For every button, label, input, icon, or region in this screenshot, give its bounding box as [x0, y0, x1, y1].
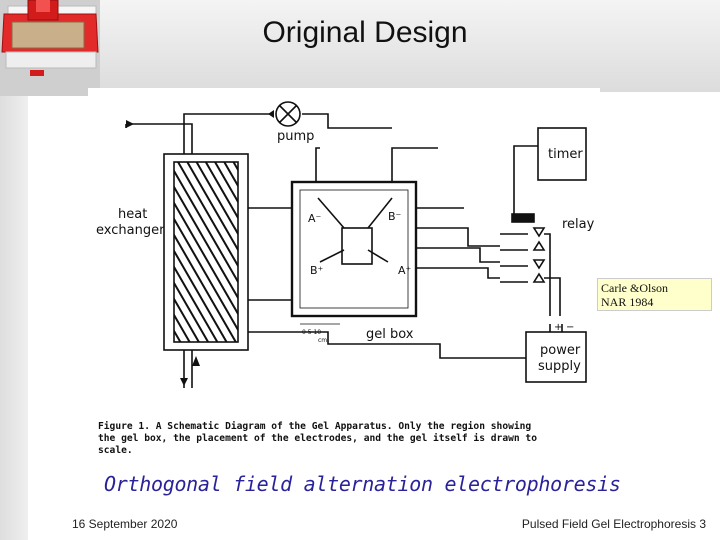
- plus-sign: +: [554, 322, 562, 333]
- footer-slide-title: Pulsed Field Gel Electrophoresis 3: [522, 517, 706, 531]
- gel: [342, 228, 372, 264]
- relay-block: [512, 214, 534, 222]
- gel-apparatus-schematic: pump timer relay heat exchanger gel box …: [88, 88, 600, 460]
- pump-label: pump: [277, 129, 314, 144]
- citation-journal: NAR 1984: [601, 295, 708, 309]
- minus-sign: −: [566, 322, 574, 333]
- gel-box-label: gel box: [366, 327, 414, 342]
- timer-label: timer: [548, 147, 583, 162]
- citation-authors: Carle &Olson: [601, 281, 708, 295]
- figure-caption-line-3: scale.: [98, 445, 133, 456]
- gel-box: [292, 182, 416, 316]
- slide-caption: Orthogonal field alternation electrophor…: [104, 472, 624, 496]
- slide-title: Original Design: [200, 16, 530, 50]
- footer-date: 16 September 2020: [72, 517, 177, 531]
- gel-apparatus-logo: [0, 0, 100, 96]
- figure-caption-line-2: the gel box, the placement of the electr…: [98, 432, 537, 444]
- power-label: power: [540, 343, 581, 358]
- a-plus-label: A⁺: [398, 264, 412, 277]
- citation-note: Carle &Olson NAR 1984: [597, 278, 712, 311]
- a-minus-label: A⁻: [308, 212, 322, 225]
- relay-label: relay: [562, 217, 595, 232]
- scale-unit: cm: [318, 337, 327, 344]
- b-plus-label: B⁺: [310, 264, 324, 277]
- figure-caption-line-1: Figure 1. A Schematic Diagram of the Gel…: [98, 420, 531, 432]
- b-minus-label: B⁻: [388, 210, 402, 223]
- scale-marks: 0 5 10: [302, 329, 321, 336]
- supply-label: supply: [538, 359, 581, 374]
- heat-label: heat: [118, 207, 147, 222]
- exchanger-label: exchanger: [96, 223, 165, 238]
